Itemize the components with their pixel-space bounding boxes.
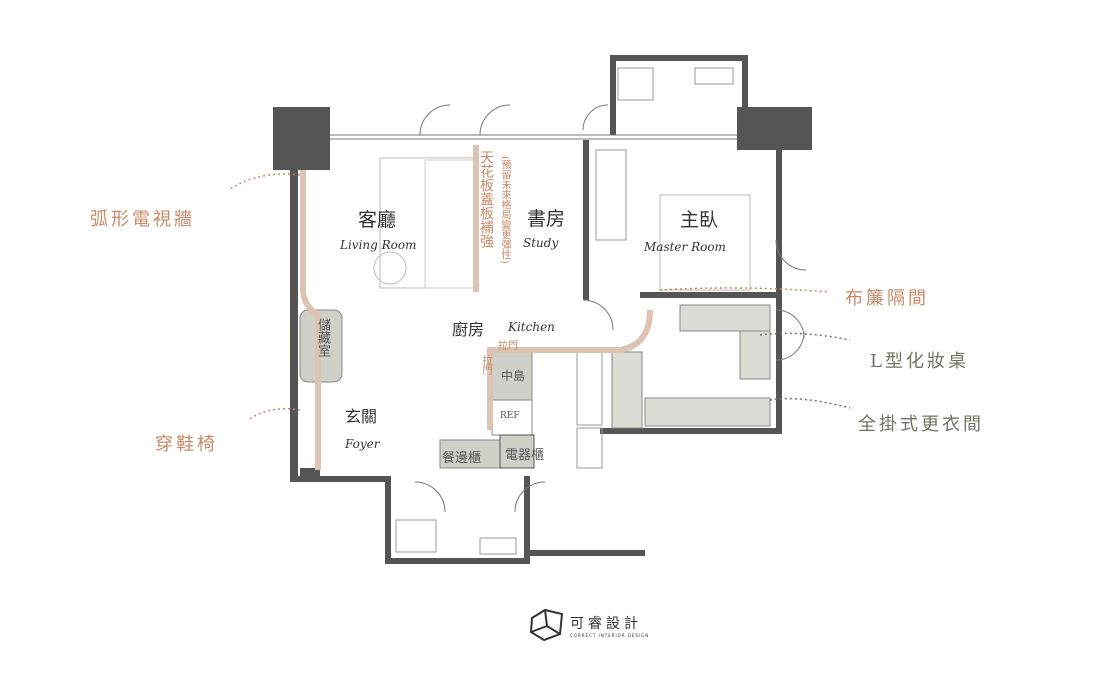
sideboard — [439, 439, 501, 469]
wall-bottom-left — [290, 476, 385, 482]
sliding-door-note-2: 拉門 — [480, 355, 491, 375]
wall-closet-bottom — [600, 428, 782, 434]
island-label: 中島 — [501, 369, 526, 383]
column-right — [737, 107, 812, 150]
kitchen-label-en: Kitchen — [508, 320, 555, 334]
foyer-label-en: Foyer — [345, 437, 380, 451]
wall-bath-left — [385, 476, 391, 564]
foyer-label: 玄關 — [345, 407, 378, 426]
callout-closet: 全掛式更衣間 — [858, 414, 984, 435]
master-room-label: 主臥 — [680, 209, 719, 231]
study-label-en: Study — [523, 236, 559, 250]
wall-left — [290, 170, 298, 480]
walls — [273, 55, 812, 564]
ceiling-note: 天花板蓋板補強 — [478, 150, 494, 248]
sideboard-label: 餐邊櫃 — [442, 451, 482, 466]
living-room-label: 客廳 — [358, 209, 397, 231]
wall-top-bath — [610, 55, 748, 61]
logo-tagline: CORRECT INTERIOR DESIGN — [570, 633, 650, 638]
reserve-note: (預留未來格局變更彈性) — [499, 156, 510, 264]
wall-bath-bottom — [385, 558, 530, 564]
storage-room-label: 儲藏室 — [315, 318, 330, 357]
fridge-label: REF — [500, 411, 520, 421]
windows-doors — [330, 67, 807, 555]
appliance-cabinet-label: 電器櫃 — [505, 448, 545, 463]
wall-study-master — [583, 140, 589, 300]
vanity-desk — [679, 304, 771, 332]
study-label: 書房 — [527, 208, 566, 230]
appliance-cabinet — [499, 434, 535, 469]
kitchen-label: 廚房 — [452, 320, 485, 339]
fridge — [491, 399, 533, 436]
callout-curtain: 布簾隔間 — [845, 288, 929, 309]
cabinets — [299, 304, 771, 469]
arc-tv-wall — [300, 145, 653, 470]
logo-icon — [529, 608, 564, 642]
callout-vanity: L型化妝桌 — [870, 351, 969, 372]
master-room-label-en: Master Room — [644, 240, 726, 254]
callout-shoe-bench: 穿鞋椅 — [155, 434, 218, 455]
sliding-door-note-1: 拉門 — [498, 341, 518, 352]
island — [491, 349, 533, 401]
callout-tv-wall: 弧形電視牆 — [90, 209, 195, 230]
logo-name: 可睿設計 — [570, 616, 642, 632]
column-left — [273, 107, 330, 170]
living-room-label-en: Living Room — [340, 238, 417, 252]
